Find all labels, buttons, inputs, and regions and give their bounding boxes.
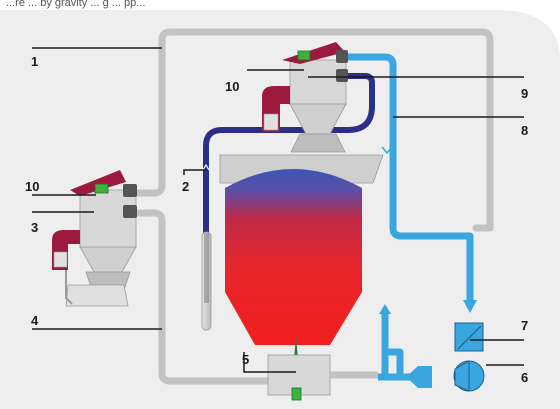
callout-6: 6 [521,370,528,385]
pipe-chevron-dark [202,163,210,171]
left-receiver-unit [52,170,137,307]
dosing-unit [267,354,378,401]
callout-2: 2 [182,179,189,194]
air-inlet-arrow [379,304,391,314]
callout-4: 4 [31,313,39,328]
callout-7: 7 [521,318,528,333]
callout-9: 9 [521,86,528,101]
callout-3: 3 [31,220,38,235]
flow-arrow-down [463,300,477,313]
callout-8: 8 [521,123,528,138]
main-storage-hopper [219,154,384,388]
header-caption: ...re ... by gravity ... g ... pp... [6,0,145,9]
callout-5: 5 [242,352,249,367]
blower-unit [453,360,485,392]
callout-10-left: 10 [25,179,39,194]
filter-unit [454,322,484,352]
callout-1: 1 [31,54,38,69]
callout-10-top: 10 [225,79,239,94]
grey-conveying-pipes [132,28,494,385]
pipe-chevron [381,146,393,155]
callout-leader-lines [32,47,524,373]
top-receiver-unit [262,42,348,153]
flow-arrow-left [406,366,432,388]
